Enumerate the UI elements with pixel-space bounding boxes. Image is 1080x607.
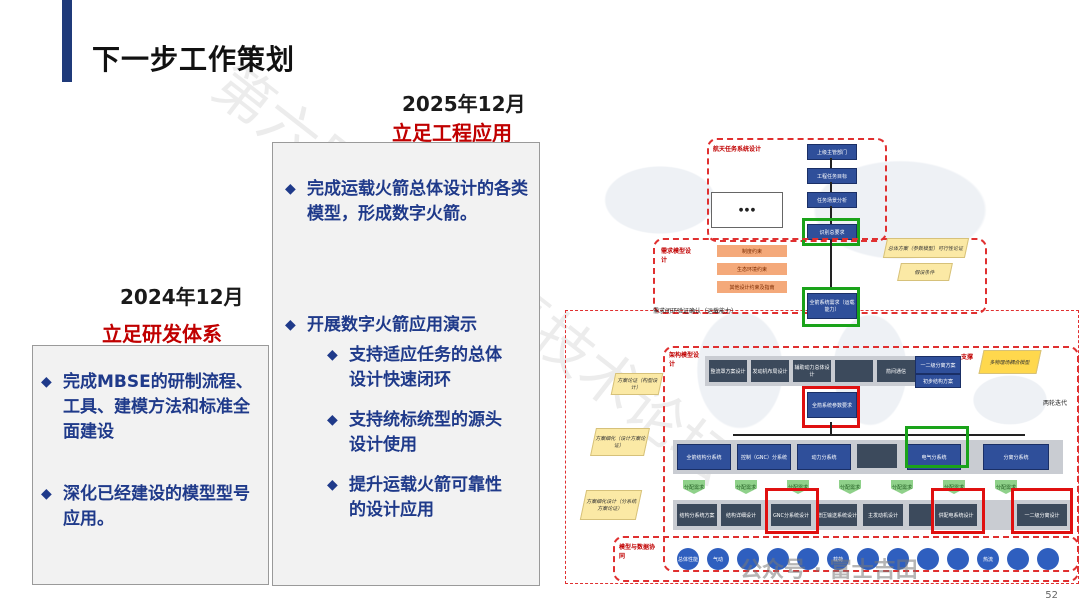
diamond-bullet-icon: ◆ <box>41 374 52 390</box>
allocate-arrow: 分配需求 <box>735 480 757 494</box>
sub-box: 全箭结构分系统 <box>677 444 731 470</box>
sub-bullet-item: ◆ 提升运载火箭可靠性的设计应用 <box>327 475 502 520</box>
note-box: 方案论证（构型设计） <box>610 373 664 395</box>
bottom-box: 结构分系统方案 <box>677 504 717 526</box>
milestone-2025-heading: 立足工程应用 <box>392 121 512 145</box>
model-circle <box>857 548 879 570</box>
allocate-arrow: 分配需求 <box>839 480 861 494</box>
sub-bullet-item: ◆ 支持统标统型的源头设计使用 <box>327 410 502 455</box>
diamond-bullet-icon: ◆ <box>327 477 338 493</box>
arch-box: 箭间通信 <box>877 360 915 382</box>
diamond-bullet-icon: ◆ <box>327 347 338 363</box>
model-circle: 气动 <box>707 548 729 570</box>
model-circle: 总体性能 <box>677 548 699 570</box>
mbse-flow-diagram: 航天任务系统设计 上级主管部门 工程任务目标 任务场景分析 ● ● ● 识别总要… <box>565 130 1080 585</box>
arch-box: 整流罩方案设计 <box>709 360 747 382</box>
arch-box <box>835 360 873 382</box>
model-data-region <box>613 536 1079 582</box>
diamond-bullet-icon: ◆ <box>327 412 338 428</box>
title-accent-bar <box>62 0 72 82</box>
full-req-box: 全箭系统需求（运载能力） <box>807 293 857 319</box>
bullet-item: ◆ 深化已经建设的模型型号应用。 <box>41 484 250 529</box>
milestone-2025-panel: ◆ 完成运载火箭总体设计的各类模型，形成数字火箭。 ◆ 开展数字火箭应用演示 ◆… <box>272 142 540 586</box>
req-item: 制度约束 <box>717 245 787 257</box>
green-highlight <box>802 287 860 327</box>
req-verify-label: 需求闭环验证确认（运载能力） <box>653 308 738 315</box>
system-box: 全箭系统参数要求 <box>807 392 857 418</box>
support-label: 支撑 <box>961 354 974 361</box>
note-box: 方案细化设计（分系统方案论证） <box>579 490 643 520</box>
model-circle: 热流 <box>977 548 999 570</box>
diamond-bullet-icon: ◆ <box>41 486 52 502</box>
bottom-box: GNC分系统设计 <box>771 504 811 526</box>
diamond-bullet-icon: ◆ <box>285 317 296 333</box>
bottom-box: 结构详细设计 <box>721 504 761 526</box>
multiphysics-note: 多物理场耦合模型 <box>978 350 1042 374</box>
green-highlight <box>905 426 969 468</box>
note-box: 总体方案（参数模型）可行性论证 <box>882 238 970 258</box>
bottom-box: 一二级分离设计 <box>1017 504 1067 526</box>
arch-box: 发动机布局设计 <box>751 360 789 382</box>
sub-box: 分离分系统 <box>983 444 1049 470</box>
model-data-label: 模型与数据协同 <box>619 544 656 560</box>
constraints-box: ● ● ● <box>711 192 783 228</box>
bullet-item: ◆ 完成运载火箭总体设计的各类模型，形成数字火箭。 <box>285 179 528 224</box>
allocate-arrow: 分配需求 <box>891 480 913 494</box>
model-circle <box>917 548 939 570</box>
bottom-box: 主发动机设计 <box>863 504 903 526</box>
bottom-box: 增压输送系统设计 <box>817 504 857 526</box>
req-item: 生态环境约束 <box>717 263 787 275</box>
model-circle <box>1037 548 1059 570</box>
model-circle: 载荷 <box>827 548 849 570</box>
sub-box <box>857 444 897 468</box>
top-chain-box: 上级主管部门 <box>807 144 857 160</box>
model-circle <box>737 548 759 570</box>
milestone-2024-date: 2024年12月 <box>120 285 244 309</box>
bottom-box <box>909 504 931 526</box>
milestone-2024-heading: 立足研发体系 <box>102 322 222 346</box>
model-circle <box>947 548 969 570</box>
req-item: 其他设计约束及指南 <box>717 281 787 293</box>
model-circle <box>1007 548 1029 570</box>
arch-box: 初步结构方案 <box>915 374 961 388</box>
model-circle <box>767 548 789 570</box>
arch-region <box>663 346 1079 572</box>
model-circle <box>887 548 909 570</box>
milestone-2025-date: 2025年12月 <box>402 92 526 116</box>
sub-box: 控制（GNC）分系统 <box>737 444 791 470</box>
mission-label: 航天任务系统设计 <box>713 146 762 153</box>
bullet-item: ◆ 开展数字火箭应用演示 <box>285 313 530 338</box>
iterate-label: 两轮迭代 <box>1043 400 1068 407</box>
slide-title: 下一步工作策划 <box>92 43 296 76</box>
allocate-arrow: 分配需求 <box>683 480 705 494</box>
red-highlight <box>765 488 819 534</box>
arch-box: 辅助动力总体设计 <box>793 360 831 382</box>
arch-box: 一二级分离方案 <box>915 356 961 374</box>
red-highlight <box>931 488 985 534</box>
diamond-bullet-icon: ◆ <box>285 181 296 197</box>
sub-bullet-item: ◆ 支持适应任务的总体设计快速闭环 <box>327 345 502 390</box>
note-box: 假设条件 <box>897 263 953 281</box>
note-box: 方案细化（设计方案论证） <box>590 428 650 456</box>
top-chain-box: 任务场景分析 <box>807 192 857 208</box>
req-model-label: 需求模型设计 <box>661 248 692 264</box>
bottom-box: 供配电系统设计 <box>935 504 977 526</box>
bullet-item: ◆ 完成MBSE的研制流程、工具、建模方法和标准全面建设 <box>41 372 253 442</box>
arch-label: 架构模型设计 <box>669 352 700 368</box>
model-circle <box>797 548 819 570</box>
mission-region <box>707 138 887 242</box>
milestone-2024-panel: ◆ 完成MBSE的研制流程、工具、建模方法和标准全面建设 ◆ 深化已经建设的模型… <box>32 345 269 585</box>
page-number: 52 <box>1045 590 1058 601</box>
account-watermark: 公众号 · 富士吉田 <box>740 558 918 583</box>
sub-box: 动力分系统 <box>797 444 851 470</box>
red-highlight <box>1011 488 1073 534</box>
top-chain-box: 工程任务目标 <box>807 168 857 184</box>
